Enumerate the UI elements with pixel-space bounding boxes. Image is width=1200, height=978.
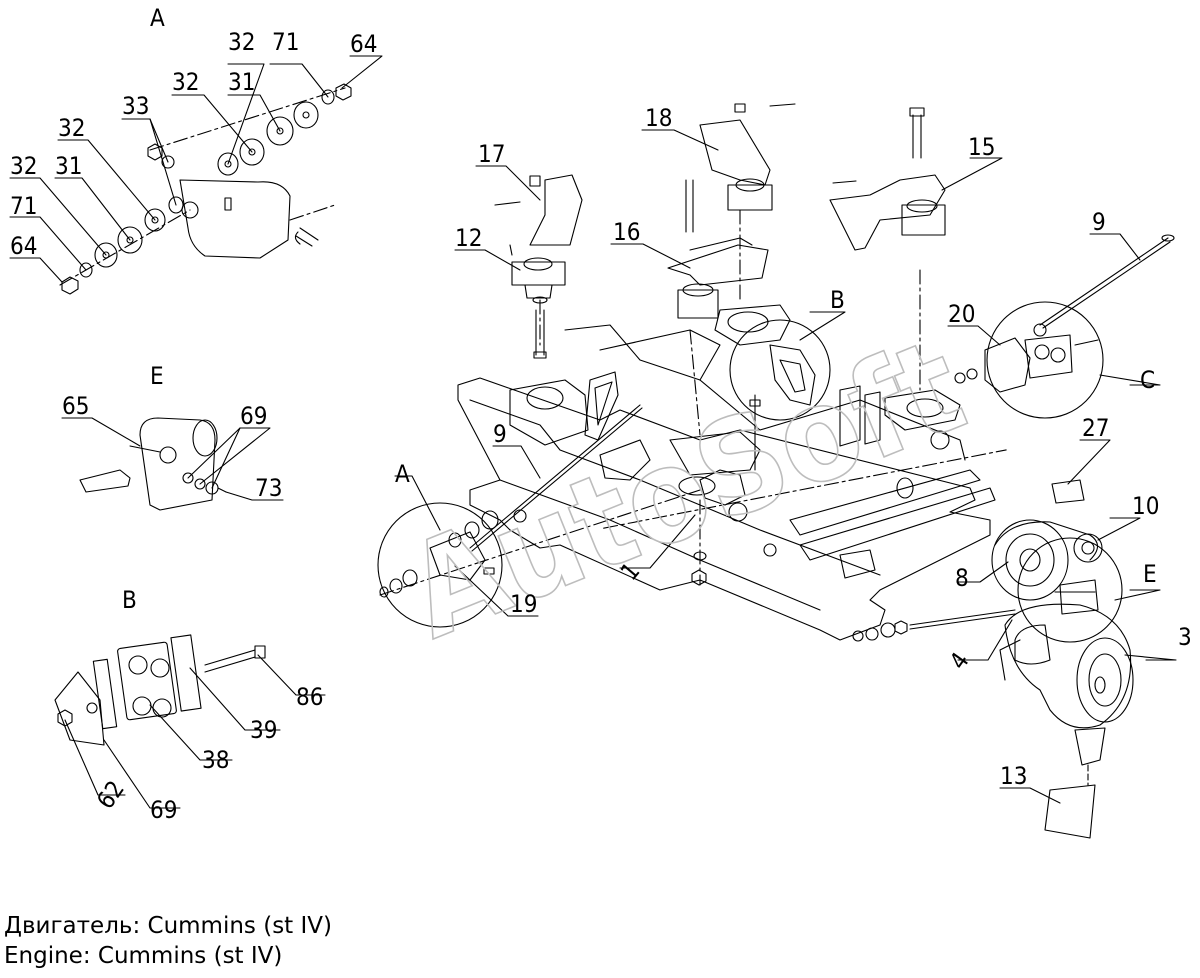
callout-17: 17 xyxy=(478,140,505,168)
view-title-e: E xyxy=(150,362,164,390)
callout-19: 19 xyxy=(510,590,537,618)
callout-3: 3 xyxy=(1178,623,1192,651)
callout-13: 13 xyxy=(1000,762,1027,790)
caption-english: Engine: Cummins (st IV) xyxy=(4,943,283,969)
callout-33: 33 xyxy=(122,92,149,120)
callout-9: 9 xyxy=(1092,208,1106,236)
caption-russian: Двигатель: Cummins (st IV) xyxy=(4,913,332,939)
detail-circle-e xyxy=(1017,537,1123,643)
callout-69: 69 xyxy=(150,796,177,824)
cable-and-clamp xyxy=(469,234,1175,552)
view-a-assembly xyxy=(9,55,383,295)
view-label-a-main: A xyxy=(395,460,410,488)
detail-circle-a xyxy=(377,502,503,628)
view-label-b-main: B xyxy=(830,286,845,314)
detail-circle-b xyxy=(729,319,831,421)
callout-12: 12 xyxy=(455,224,482,252)
callout-64: 64 xyxy=(10,232,37,260)
view-label-e-main: E xyxy=(1143,560,1157,588)
callout-8: 8 xyxy=(955,564,969,592)
callout-65: 65 xyxy=(62,392,89,420)
callout-9: 9 xyxy=(493,420,507,448)
view-b-assembly xyxy=(54,634,326,809)
callout-27: 27 xyxy=(1082,414,1109,442)
callout-10: 10 xyxy=(1132,492,1159,520)
view-title-a: A xyxy=(150,4,165,32)
callout-31: 31 xyxy=(55,152,82,180)
callout-39: 39 xyxy=(250,716,277,744)
callout-73: 73 xyxy=(255,474,282,502)
pulley-fan-assembly xyxy=(991,519,1134,839)
callout-32: 32 xyxy=(10,152,37,180)
callout-69: 69 xyxy=(240,402,267,430)
callout-62: 62 xyxy=(91,775,130,814)
leader-lines xyxy=(394,129,1177,804)
view-label-c-main: C xyxy=(1140,366,1155,394)
view-e-assembly xyxy=(61,417,284,511)
callout-20: 20 xyxy=(948,300,975,328)
engine-mounts xyxy=(494,103,946,359)
view-a-parts-main xyxy=(379,510,499,598)
callout-32: 32 xyxy=(228,28,255,56)
callout-15: 15 xyxy=(968,133,995,161)
callout-31: 31 xyxy=(228,68,255,96)
callout-38: 38 xyxy=(202,746,229,774)
callout-64: 64 xyxy=(350,30,377,58)
labels: A E B A B C E 32 71 64 32 31 33 32 32 31… xyxy=(10,4,1192,824)
watermark: AutoSoft xyxy=(387,309,983,668)
callout-18: 18 xyxy=(645,104,672,132)
detail-circle-c xyxy=(986,301,1104,419)
callout-86: 86 xyxy=(296,683,323,711)
exploded-parts-diagram: AutoSoft A E B A B C E 32 71 64 32 31 33… xyxy=(9,4,1192,839)
callout-4: 4 xyxy=(944,647,975,674)
view-title-b: B xyxy=(122,586,137,614)
callout-71: 71 xyxy=(10,192,37,220)
callout-16: 16 xyxy=(613,218,640,246)
callout-32: 32 xyxy=(172,68,199,96)
callout-71: 71 xyxy=(272,28,299,56)
main-frame-assembly xyxy=(379,209,1016,642)
callout-32: 32 xyxy=(58,114,85,142)
